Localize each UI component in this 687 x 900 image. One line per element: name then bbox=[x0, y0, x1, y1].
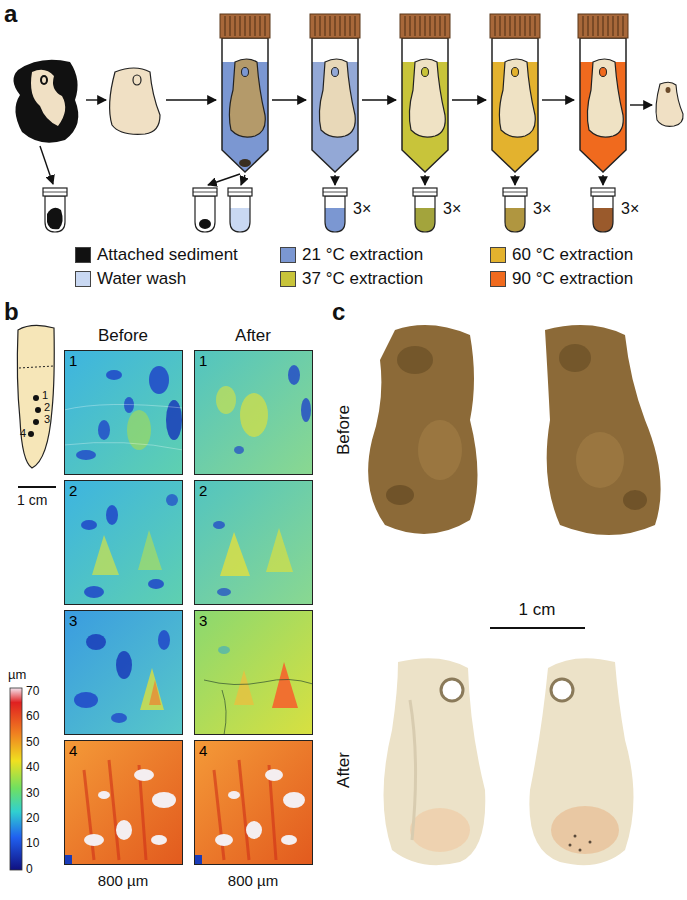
column-header: After bbox=[235, 326, 271, 346]
final-pendant bbox=[656, 82, 683, 126]
legend-swatch bbox=[75, 247, 91, 263]
micrograph-tile: 3 bbox=[64, 610, 183, 735]
micrograph-tile: 4 bbox=[64, 740, 183, 865]
scale-label: 800 µm bbox=[228, 872, 278, 889]
pendant-after-photos bbox=[384, 658, 634, 865]
clean-pendant bbox=[110, 68, 160, 134]
tile-number: 2 bbox=[199, 483, 207, 500]
micrograph-tile: 2 bbox=[194, 480, 313, 605]
micrograph-tile: 3 bbox=[194, 610, 313, 735]
scale-label: 800 µm bbox=[98, 872, 148, 889]
panel-letter: b bbox=[4, 298, 19, 326]
column-header: Before bbox=[98, 326, 148, 346]
micrograph-tile: 2 bbox=[64, 480, 183, 605]
panel-letter: a bbox=[4, 0, 17, 28]
tile-number: 4 bbox=[69, 743, 77, 760]
tile-number: 3 bbox=[199, 613, 207, 630]
tick-label: 70 bbox=[26, 685, 39, 699]
sediment-pendant bbox=[13, 60, 78, 143]
legend-text: Water wash bbox=[97, 269, 186, 289]
callout-number: 2 bbox=[44, 401, 50, 414]
tick-label: 20 bbox=[26, 812, 39, 826]
height-colour-bar bbox=[10, 688, 22, 870]
tick-label: 10 bbox=[26, 837, 39, 851]
legend-text: 21 °C extraction bbox=[302, 245, 423, 265]
panel-letter: c bbox=[332, 298, 345, 326]
scale-label: 1 cm bbox=[17, 492, 47, 508]
row-label: Before bbox=[334, 405, 354, 455]
callout-number: 3 bbox=[44, 413, 50, 426]
legend-swatch bbox=[490, 247, 506, 263]
scale-label: 1 cm bbox=[519, 600, 556, 620]
tile-number: 1 bbox=[199, 353, 207, 370]
tooth-schematic bbox=[17, 325, 56, 487]
repeat-count: 3× bbox=[621, 200, 639, 218]
tile-number: 2 bbox=[69, 483, 77, 500]
legend-swatch bbox=[280, 247, 296, 263]
legend-swatch bbox=[490, 271, 506, 287]
legend-swatch bbox=[280, 271, 296, 287]
tick-label: 0 bbox=[26, 863, 33, 877]
legend-text: 90 °C extraction bbox=[512, 269, 633, 289]
repeat-count: 3× bbox=[353, 200, 371, 218]
legend-text: 37 °C extraction bbox=[302, 269, 423, 289]
unit-label: µm bbox=[8, 668, 26, 683]
flow-arrows bbox=[40, 100, 652, 185]
legend-text: 60 °C extraction bbox=[512, 245, 633, 265]
legend-swatch bbox=[75, 271, 91, 287]
repeat-count: 3× bbox=[443, 200, 461, 218]
row-label: After bbox=[334, 752, 354, 788]
repeat-count: 3× bbox=[533, 200, 551, 218]
tile-number: 3 bbox=[69, 613, 77, 630]
micrograph-tiles bbox=[64, 350, 313, 865]
extraction-tubes bbox=[220, 14, 628, 172]
tick-label: 30 bbox=[26, 787, 39, 801]
callout-number: 4 bbox=[20, 427, 26, 440]
tile-number: 4 bbox=[199, 743, 207, 760]
micrograph-tile: 1 bbox=[64, 350, 183, 475]
micrograph-tile: 4 bbox=[194, 740, 313, 865]
tick-label: 60 bbox=[26, 710, 39, 724]
pendant-before-photos bbox=[368, 325, 661, 628]
tick-label: 40 bbox=[26, 761, 39, 775]
legend-text: Attached sediment bbox=[97, 245, 238, 265]
callout-number: 1 bbox=[42, 389, 48, 402]
sample-tubes bbox=[43, 188, 615, 232]
tile-number: 1 bbox=[69, 353, 77, 370]
micrograph-tile: 1 bbox=[194, 350, 313, 475]
tick-label: 50 bbox=[26, 736, 39, 750]
